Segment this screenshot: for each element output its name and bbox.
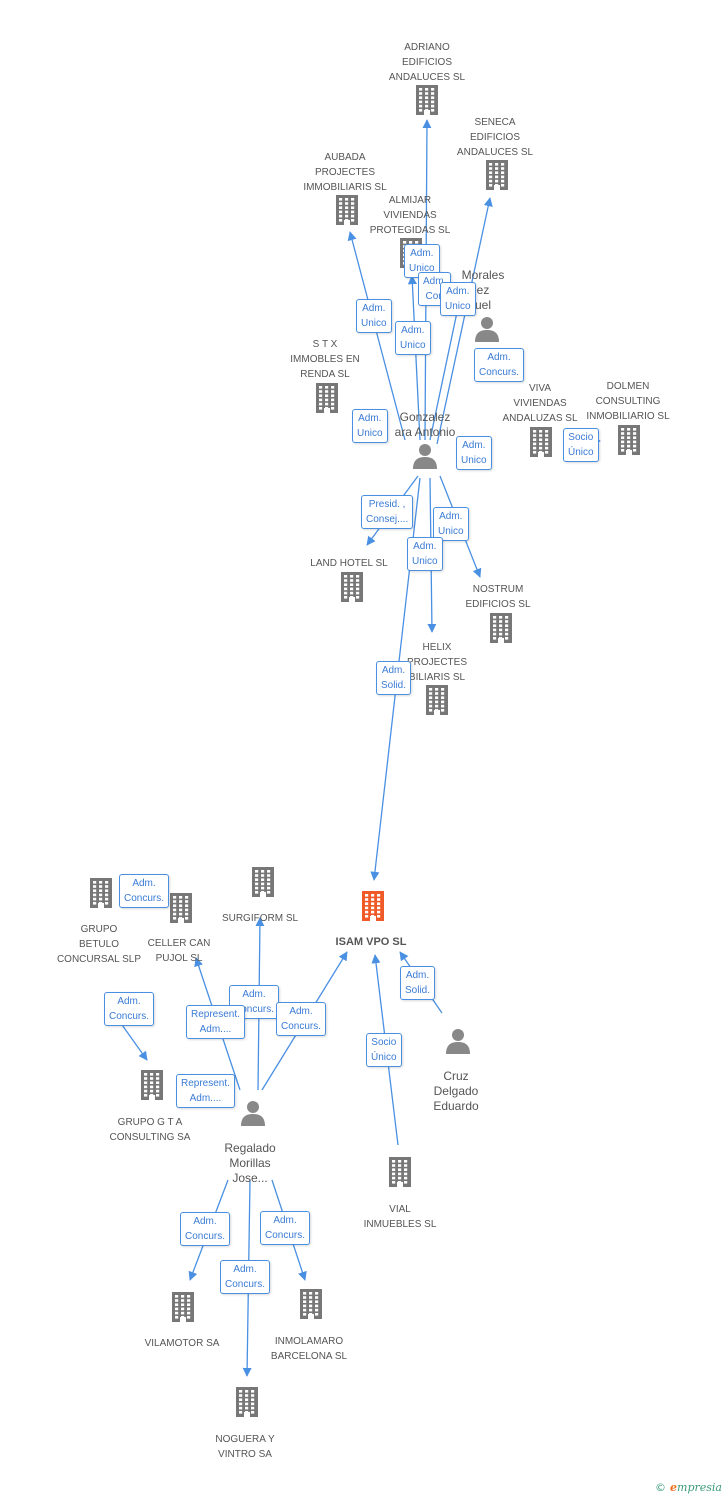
building-icon[interactable]: [333, 194, 361, 231]
person-icon[interactable]: [473, 315, 501, 348]
edge-role-label: Presid. , Consej....: [361, 495, 414, 529]
edge-role-label: Adm. Solid.: [400, 966, 436, 1000]
node-label[interactable]: SENECA EDIFICIOS ANDALUCES SL: [456, 117, 534, 158]
node-vial[interactable]: VIAL INMUEBLES SL: [330, 1202, 470, 1232]
edge-line: [407, 275, 421, 441]
person-icon[interactable]: [239, 1099, 267, 1132]
node-aubada[interactable]: AUBADA PROJECTES IMMOBILIARIS SL: [275, 150, 415, 195]
node-celler[interactable]: CELLER CAN PUJOL SL: [109, 936, 249, 966]
copyright-icon: ©: [655, 1481, 667, 1494]
node-label[interactable]: VIAL INMUEBLES SL: [363, 1204, 437, 1230]
edge-role-label: Represent. Adm....: [176, 1074, 235, 1108]
building-icon[interactable]: [338, 571, 366, 608]
node-cruz[interactable]: Cruz Delgado Eduardo: [386, 1069, 526, 1114]
node-label[interactable]: Morales ez uel: [461, 268, 505, 312]
person-icon[interactable]: [411, 442, 439, 475]
brand-initial: e: [670, 1481, 678, 1494]
edge-role-label: Socio Único: [366, 1033, 402, 1067]
node-inmolamaro[interactable]: INMOLAMARO BARCELONA SL: [239, 1334, 379, 1364]
node-stx[interactable]: S T X IMMOBLES EN RENDA SL: [255, 337, 395, 382]
node-helix[interactable]: HELIX PROJECTES BILIARIS SL: [367, 640, 507, 685]
node-viva[interactable]: VIVA VIVIENDAS ANDALUZAS SL: [470, 381, 610, 426]
building-icon[interactable]: [487, 612, 515, 649]
edge-role-label: Represent. Adm....: [186, 1005, 245, 1039]
edge-role-label: Adm. Unico: [407, 537, 443, 571]
node-isam[interactable]: ISAM VPO SL: [301, 935, 441, 950]
edge-role-label: Adm. Unico: [440, 282, 476, 316]
brand-name: mpresia: [677, 1481, 722, 1494]
node-dolmen[interactable]: DOLMEN CONSULTING INMOBILIARIO SL: [558, 379, 698, 424]
node-surgiform[interactable]: SURGIFORM SL: [190, 911, 330, 926]
node-label[interactable]: ADRIANO EDIFICIOS ANDALUCES SL: [388, 42, 466, 83]
node-label[interactable]: NOGUERA Y VINTRO SA: [215, 1434, 275, 1460]
node-label[interactable]: S T X IMMOBLES EN RENDA SL: [290, 339, 360, 380]
building-icon[interactable]: [233, 1386, 261, 1423]
node-label[interactable]: GRUPO G T A CONSULTING SA: [109, 1117, 191, 1143]
edge-role-label: Adm. Unico: [356, 299, 392, 333]
node-label[interactable]: INMOLAMARO BARCELONA SL: [270, 1336, 348, 1362]
edge-role-label: Adm. Unico: [433, 507, 469, 541]
node-vilamotor[interactable]: VILAMOTOR SA: [112, 1336, 252, 1351]
edge-role-label: Adm. Concurs.: [260, 1211, 311, 1245]
node-noguera[interactable]: NOGUERA Y VINTRO SA: [175, 1432, 315, 1462]
node-nostrum[interactable]: NOSTRUM EDIFICIOS SL: [428, 582, 568, 612]
node-label[interactable]: LAND HOTEL SL: [310, 558, 388, 569]
edge-line: [436, 197, 493, 445]
node-regalado[interactable]: Regalado Morillas Jose...: [180, 1141, 320, 1186]
building-icon[interactable]: [359, 890, 387, 927]
node-label[interactable]: DOLMEN CONSULTING INMOBILIARIO SL: [586, 381, 670, 422]
building-icon[interactable]: [249, 866, 277, 903]
node-label[interactable]: NOSTRUM EDIFICIOS SL: [465, 584, 531, 610]
node-label[interactable]: GRUPO BETULO CONCURSAL SLP: [56, 924, 142, 965]
person-icon[interactable]: [444, 1027, 472, 1060]
edge-role-label: Adm. Unico: [395, 321, 431, 355]
node-adriano[interactable]: ADRIANO EDIFICIOS ANDALUCES SL: [357, 40, 497, 85]
building-icon[interactable]: [87, 877, 115, 914]
node-label[interactable]: HELIX PROJECTES BILIARIS SL: [406, 642, 467, 683]
building-icon[interactable]: [169, 1291, 197, 1328]
node-label[interactable]: VIVA VIVIENDAS ANDALUZAS SL: [502, 383, 578, 424]
node-gonzalez[interactable]: Gonzalez ara Antonio: [355, 410, 495, 440]
node-almijar[interactable]: ALMIJAR VIVIENDAS PROTEGIDAS SL: [340, 193, 480, 238]
node-label[interactable]: VILAMOTOR SA: [144, 1338, 220, 1349]
node-grupobetulo[interactable]: GRUPO BETULO CONCURSAL SLP: [29, 922, 169, 967]
building-icon[interactable]: [423, 684, 451, 721]
building-icon[interactable]: [297, 1288, 325, 1325]
node-morales[interactable]: Morales ez uel: [413, 268, 553, 313]
node-label[interactable]: ALMIJAR VIVIENDAS PROTEGIDAS SL: [369, 195, 451, 236]
building-icon[interactable]: [386, 1156, 414, 1193]
edge-role-label: Adm. Concurs.: [276, 1002, 327, 1036]
edge-role-label: Adm. Concurs.: [474, 348, 525, 382]
edge-role-label: Adm. Concurs.: [180, 1212, 231, 1246]
node-label[interactable]: SURGIFORM SL: [221, 913, 299, 924]
building-icon[interactable]: [413, 84, 441, 121]
edge-role-label: Adm. Concurs.: [119, 874, 170, 908]
building-icon[interactable]: [527, 426, 555, 463]
node-label[interactable]: Regalado Morillas Jose...: [224, 1141, 276, 1185]
edge-line: [429, 297, 463, 441]
node-grupogta[interactable]: GRUPO G T A CONSULTING SA: [80, 1115, 220, 1145]
node-label[interactable]: AUBADA PROJECTES IMMOBILIARIS SL: [303, 152, 387, 193]
node-landhotel[interactable]: LAND HOTEL SL: [279, 556, 419, 571]
edge-role-label: Adm. Unico: [352, 409, 388, 443]
edge-role-label: Adm. Concurs.: [104, 992, 155, 1026]
building-icon[interactable]: [313, 382, 341, 419]
building-icon[interactable]: [483, 159, 511, 196]
node-label[interactable]: Gonzalez ara Antonio: [394, 410, 456, 439]
building-icon[interactable]: [167, 892, 195, 929]
edge-line: [347, 231, 406, 441]
edge-role-label: Adm. Concurs.: [220, 1260, 271, 1294]
building-icon[interactable]: [615, 424, 643, 461]
building-icon[interactable]: [138, 1069, 166, 1106]
node-label[interactable]: Cruz Delgado Eduardo: [433, 1069, 479, 1113]
edge-role-label: Socio Único: [563, 428, 599, 462]
edge-role-label: Adm. Unico: [456, 436, 492, 470]
empresia-watermark: ©empresia: [655, 1481, 722, 1494]
node-label[interactable]: ISAM VPO SL: [335, 936, 407, 948]
node-label[interactable]: CELLER CAN PUJOL SL: [147, 938, 211, 964]
edge-role-label: Adm. Solid.: [376, 661, 412, 695]
node-seneca[interactable]: SENECA EDIFICIOS ANDALUCES SL: [425, 115, 565, 160]
